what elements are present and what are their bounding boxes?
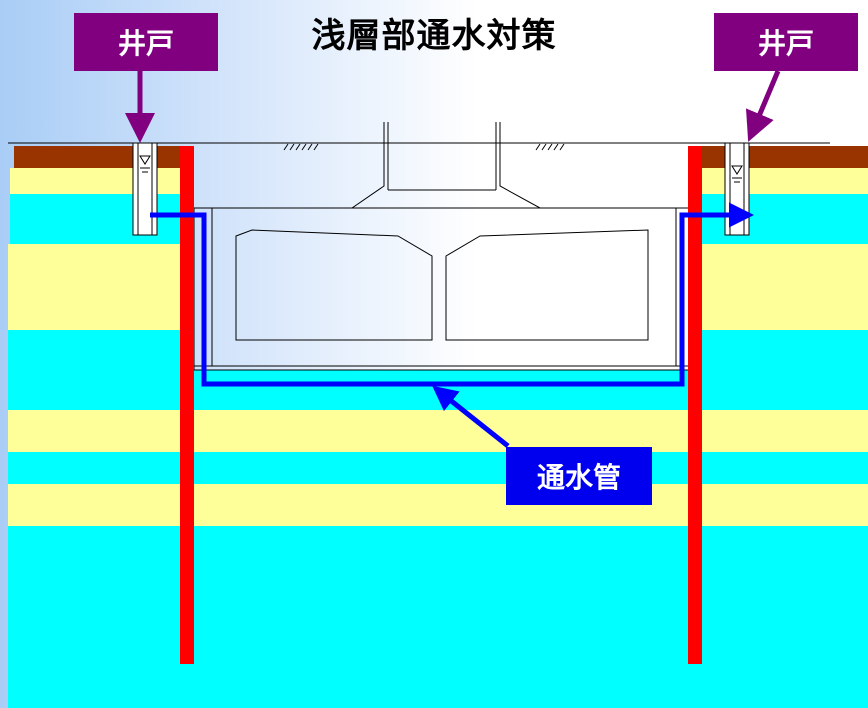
- clay-layer-right-2: [694, 244, 868, 330]
- soil-center: [194, 370, 694, 708]
- clay-layer-right-1: [694, 168, 868, 194]
- clay-layer-right-3: [694, 410, 868, 452]
- topsoil-right: [694, 146, 868, 168]
- clay-layer-left-4: [8, 484, 194, 526]
- culvert-outline-right: [499, 122, 695, 366]
- water-level-icon-right: [731, 165, 743, 175]
- aquifer-layer-left-4: [8, 526, 194, 708]
- topsoil-left: [14, 146, 194, 168]
- clay-center-1: [194, 410, 694, 452]
- well-label-left: 井戸: [74, 13, 218, 71]
- well-label-right: 井戸: [714, 13, 858, 71]
- aquifer-center-1: [194, 370, 694, 410]
- culvert-cell-right: [445, 229, 649, 341]
- soil-left: [8, 146, 194, 708]
- well-pointer-arrow-right: [745, 70, 781, 142]
- aquifer-layer-right-1: [694, 194, 868, 244]
- retaining-wall-left: [180, 146, 194, 664]
- aquifer-center-3: [194, 526, 694, 708]
- clay-layer-left-2: [8, 244, 194, 330]
- retaining-wall-right: [688, 146, 702, 664]
- diagram-title: 浅層部通水対策: [311, 16, 557, 56]
- culvert-outline: [193, 122, 385, 366]
- water-level-icon-left: [139, 155, 151, 165]
- soil-right: [694, 146, 868, 708]
- box-culvert: [193, 122, 695, 371]
- clay-layer-left-1: [10, 168, 194, 194]
- aquifer-layer-left-3: [8, 452, 194, 484]
- well-left: [132, 142, 158, 236]
- clay-layer-right-4: [694, 484, 868, 526]
- pipe-pointer-arrow: [432, 385, 510, 448]
- pipe-label: 通水管: [506, 447, 652, 505]
- clay-layer-left-3: [8, 410, 194, 452]
- aquifer-layer-left-2: [8, 330, 194, 410]
- water-pipe: [150, 202, 754, 387]
- aquifer-layer-right-4: [694, 526, 868, 708]
- aquifer-layer-right-2: [694, 330, 868, 410]
- culvert-cell-left: [235, 229, 433, 341]
- well-right: [724, 142, 750, 236]
- ground-hatch: [283, 143, 565, 151]
- aquifer-layer-left-1: [10, 194, 194, 244]
- aquifer-layer-right-3: [694, 452, 868, 484]
